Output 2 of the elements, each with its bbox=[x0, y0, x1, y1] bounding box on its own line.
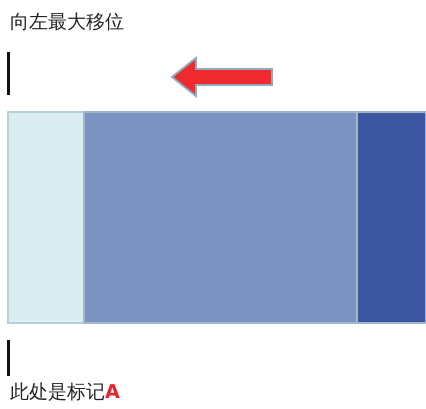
label-text: 此处是标记A bbox=[10, 380, 120, 404]
label-text: 向左最大移位 bbox=[10, 10, 124, 34]
